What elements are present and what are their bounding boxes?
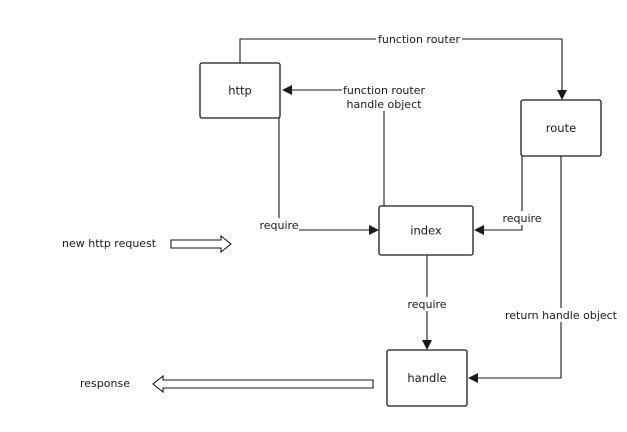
- edge-label-function-router: function router: [343, 84, 425, 97]
- input-flow-label: new http request: [62, 237, 157, 250]
- edge-label-function-router-top: function router: [378, 33, 460, 46]
- edge-route-to-index: [474, 156, 523, 235]
- node-route-label: route: [546, 121, 576, 135]
- node-index-label: index: [410, 224, 442, 238]
- output-flow-label: response: [80, 377, 130, 390]
- edge-label-require-http: require: [259, 219, 298, 232]
- edge-http-to-index: [278, 118, 379, 235]
- edge-label-require-route: require: [502, 212, 541, 225]
- node-handle: handle: [386, 349, 468, 407]
- node-route: route: [520, 99, 602, 157]
- node-index: index: [378, 205, 474, 256]
- edge-label-handle-object: handle object: [347, 98, 423, 111]
- edge-route-to-handle: [468, 156, 562, 383]
- node-http: http: [199, 62, 281, 119]
- edge-label-return-handle-object: return handle object: [505, 309, 618, 322]
- input-flow-arrow: [170, 234, 232, 254]
- output-flow-arrow: [152, 374, 374, 394]
- edge-label-require-index: require: [407, 298, 446, 311]
- node-http-label: http: [228, 84, 252, 98]
- node-handle-label: handle: [407, 371, 446, 385]
